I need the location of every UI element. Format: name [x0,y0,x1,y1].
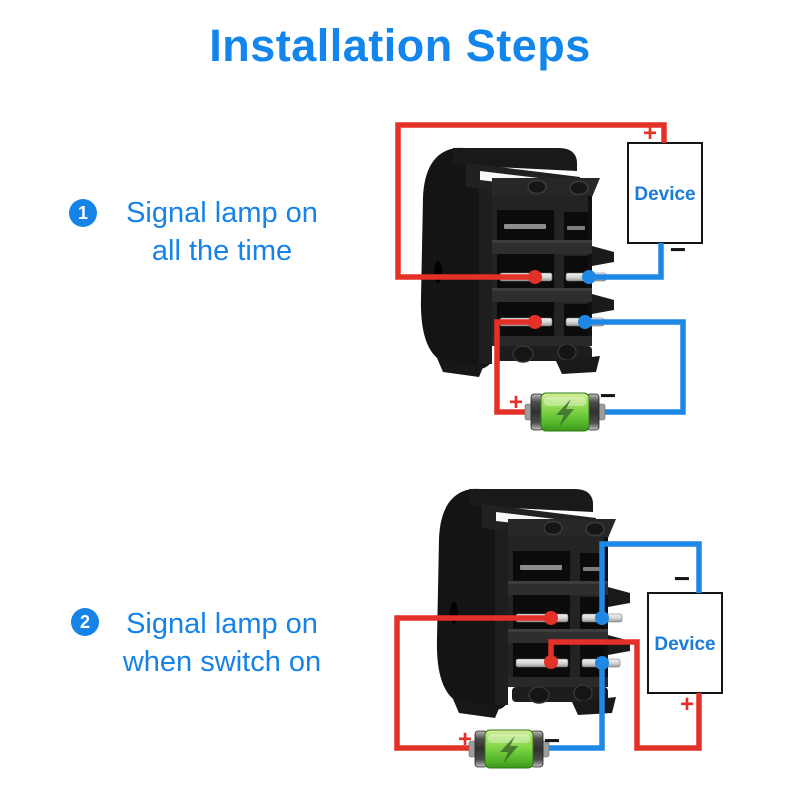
device-plus-label: + [643,120,657,147]
terminal-dot-blue [595,656,609,670]
terminal-dot-red [544,655,558,669]
step-2-label: Signal lamp on when switch on [97,605,347,681]
terminal-dot-red [528,315,542,329]
wire-red-battery-positive [394,615,551,751]
wire-blue-device-negative [589,243,664,280]
diagram-1-signal-lamp-always-on: Device + − + − [395,120,703,432]
device-minus-label: − [674,563,690,594]
step-2-line-1: Signal lamp on [126,608,318,640]
step-1-line-2: all the time [151,235,293,267]
battery-plus-label: + [458,726,472,753]
device-minus-label: − [670,234,686,265]
step-1-label: Signal lamp on all the time [97,194,347,270]
device-box [627,142,703,244]
battery-lamp-icon [524,392,606,432]
terminal-dot-red [528,270,542,284]
step-1-line-1: Signal lamp on [126,197,318,229]
battery-minus-label: − [544,725,560,756]
wire-red-device-positive [548,639,702,751]
wire-red-battery-positive [494,319,535,415]
page-title: Installation Steps [209,20,591,71]
terminal-dot-blue [595,611,609,625]
device-label: Device [634,184,695,205]
battery-minus-label: − [600,380,616,411]
device-label: Device [654,634,715,655]
battery-lamp-icon [468,729,550,769]
wire-red-device-positive [395,122,667,280]
terminal-dot-blue [578,315,592,329]
terminal-dot-red [544,611,558,625]
step-2-line-2: when switch on [122,646,322,678]
step-1-badge-icon: 1 [69,199,97,227]
device-box [647,592,723,694]
rocker-switch-illustration [420,147,615,378]
device-plus-label: + [680,691,694,718]
terminal-dot-blue [582,270,596,284]
wire-blue-device-negative [599,541,702,618]
wire-blue-battery-negative [543,663,605,751]
battery-plus-label: + [509,389,523,416]
diagram-2-signal-lamp-with-switch: Device − + + − [394,488,723,769]
step-2-badge-icon: 2 [71,608,99,636]
wire-blue-battery-negative [585,319,686,415]
